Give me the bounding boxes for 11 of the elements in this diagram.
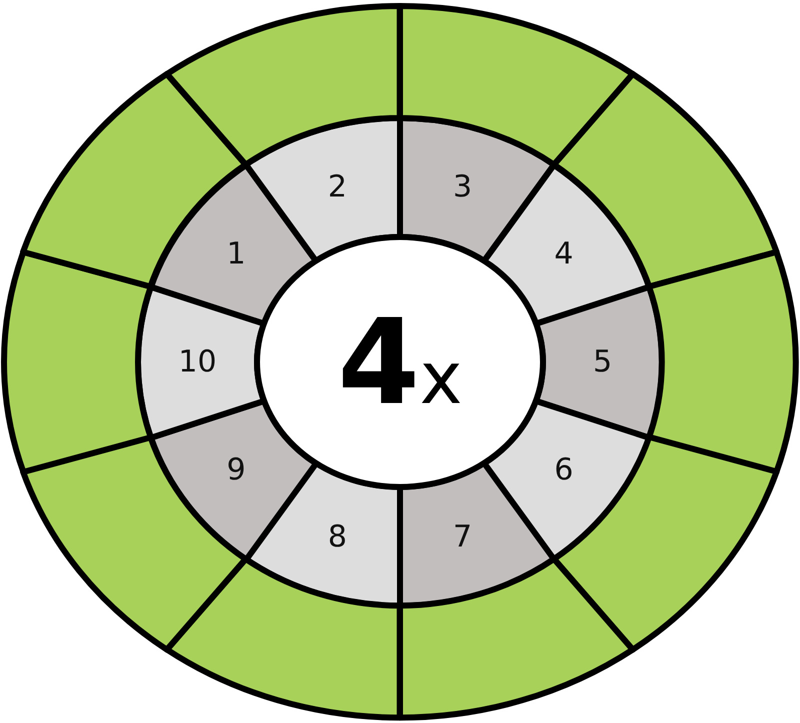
segment-number: 4 (554, 236, 574, 272)
segment-number: 7 (453, 520, 472, 555)
multiplier-label: 4x (338, 303, 462, 421)
segment-number: 6 (554, 452, 574, 488)
segment-number: 5 (592, 344, 612, 380)
segment-number: 3 (453, 169, 472, 204)
segment-number: 2 (328, 169, 347, 204)
segment-number: 8 (328, 520, 347, 555)
segment-number: 9 (226, 452, 246, 488)
segment-number: 10 (178, 344, 217, 380)
segment-number: 1 (226, 236, 246, 272)
